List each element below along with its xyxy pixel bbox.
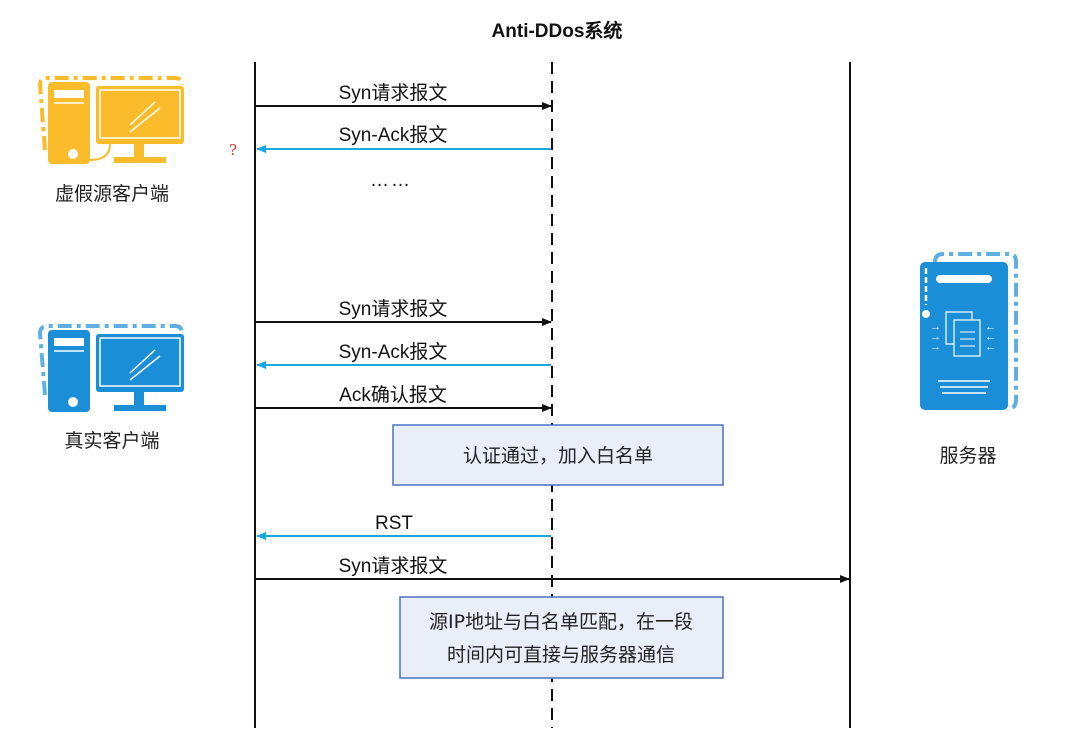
real-client-label: 真实客户端	[64, 430, 159, 452]
svg-text:←: ←	[985, 321, 996, 333]
svg-text:→: →	[930, 331, 941, 343]
message-label: Syn请求报文	[339, 298, 448, 320]
auth-note-box	[392, 424, 724, 486]
svg-text:←: ←	[985, 331, 996, 343]
whitelist-note-line1: 源IP地址与白名单匹配，在一段	[429, 611, 693, 633]
fake-client-computer-icon	[37, 76, 184, 164]
server-label: 服务器	[939, 445, 996, 467]
fake-client-label: 虚假源客户端	[55, 183, 169, 205]
message-label: Ack确认报文	[339, 384, 447, 406]
ellipsis: ……	[370, 170, 412, 191]
whitelist-note-box	[399, 596, 724, 679]
message-label: RST	[375, 513, 413, 534]
whitelist-note-line2: 时间内可直接与服务器通信	[447, 644, 675, 666]
message-label: Syn请求报文	[339, 555, 448, 577]
message-label: Syn请求报文	[339, 82, 448, 104]
message-label: Syn-Ack报文	[339, 124, 448, 146]
svg-text:→: →	[930, 341, 941, 353]
diagram-title: Anti-DDos系统	[492, 19, 623, 42]
message-label: Syn-Ack报文	[339, 341, 448, 363]
auth-note-text: 认证通过，加入白名单	[463, 445, 653, 467]
server-icon: →→→ ←←←	[920, 252, 1018, 412]
svg-text:←: ←	[985, 341, 996, 353]
question-mark: ?	[229, 141, 237, 159]
svg-text:→: →	[930, 321, 941, 333]
real-client-computer-icon	[37, 324, 184, 412]
